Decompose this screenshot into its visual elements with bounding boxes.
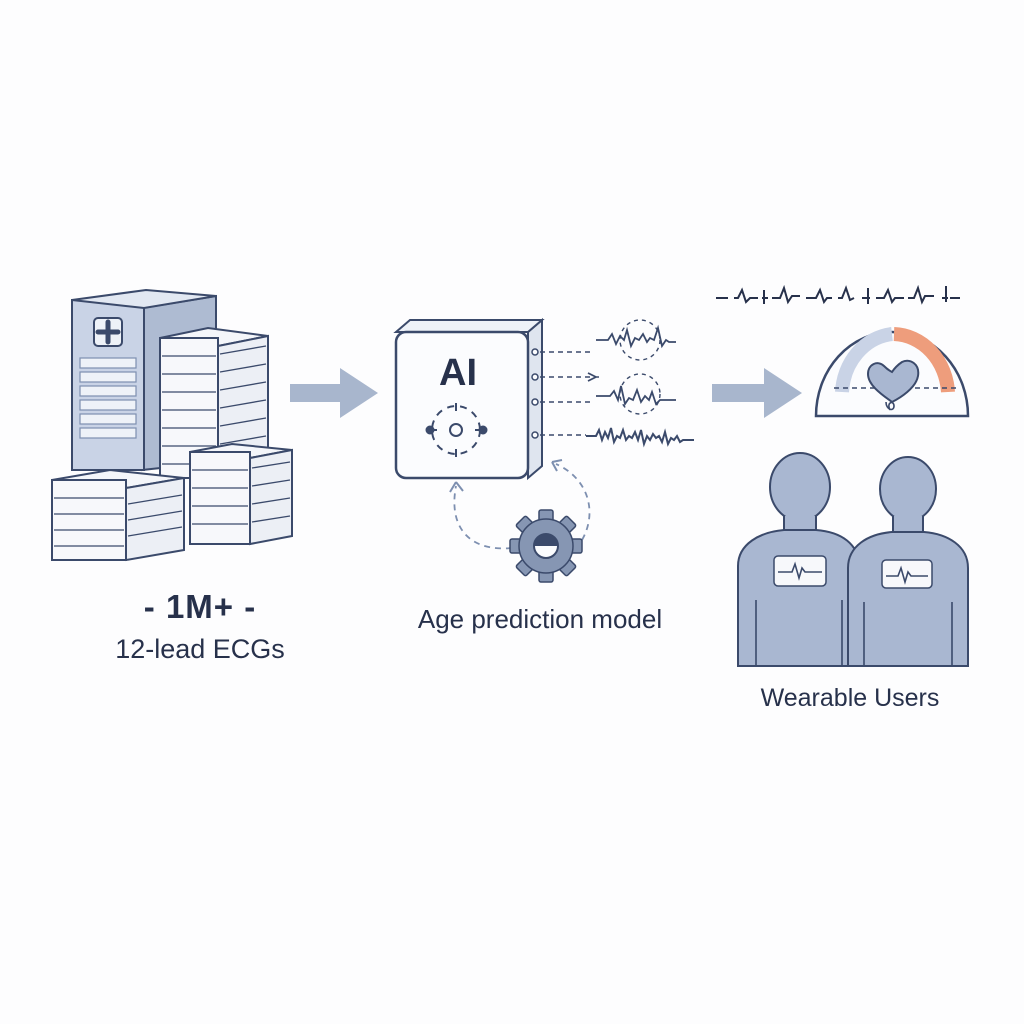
ecg-record-stack-icon [51, 468, 185, 562]
gear-icon [509, 509, 583, 583]
training-feedback-loop [453, 463, 591, 550]
right-arrow-icon [712, 368, 802, 418]
ecg-patch [773, 555, 827, 587]
target-icon [425, 403, 488, 457]
ecg-count-label: - 1M+ - [143, 588, 257, 625]
ecg-waveform [596, 385, 676, 407]
person-icon [847, 456, 969, 667]
ecg-record-stack-icon [159, 326, 293, 546]
heart-gauge-icon [814, 327, 970, 418]
ecg-waveform [586, 426, 694, 448]
dataset-label: 12-lead ECGs [115, 634, 285, 664]
medical-cross-icon [93, 317, 123, 347]
ecg-patch [881, 559, 933, 589]
ecg-waveform [596, 324, 676, 349]
person-icon [737, 452, 861, 667]
ai-badge: AI [439, 352, 477, 394]
model-output-signals [540, 319, 694, 448]
ecg-waveform [716, 284, 960, 305]
model-label: Age prediction model [417, 604, 663, 634]
ai-model-box-icon: AI [393, 317, 545, 481]
users-label: Wearable Users [760, 684, 940, 712]
right-arrow-icon [290, 368, 378, 418]
